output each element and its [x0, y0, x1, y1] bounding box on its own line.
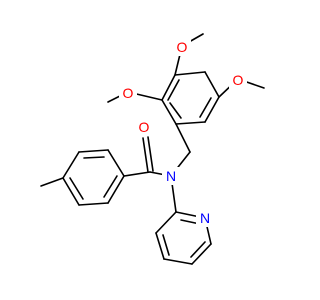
bond — [107, 175, 125, 204]
bond — [175, 121, 206, 125]
bond — [155, 232, 165, 260]
bond — [174, 71, 206, 76]
bond — [204, 71, 220, 98]
bond-layer — [40, 33, 265, 265]
atom-layer: O O O O N N — [119, 38, 247, 227]
bond — [62, 151, 80, 179]
bond — [142, 137, 149, 173]
bond — [191, 243, 212, 265]
bond — [147, 136, 154, 172]
bond — [167, 79, 180, 101]
atom-label: N — [200, 210, 210, 226]
oxygen-atom-methoxy-right: O — [229, 71, 247, 89]
bond — [103, 175, 118, 198]
atom-label: N — [166, 168, 176, 184]
bond — [78, 202, 109, 206]
bond — [123, 171, 151, 177]
bond — [83, 156, 105, 159]
bond — [40, 177, 64, 187]
bond — [161, 74, 176, 101]
atom-label: O — [139, 119, 150, 135]
nitrogen-atom-pyridine: N — [196, 209, 214, 227]
bond — [155, 211, 177, 234]
bond — [162, 234, 170, 256]
oxygen-atom-carbonyl: O — [135, 118, 153, 136]
bond — [199, 97, 212, 118]
structure-diagram: O O O O N N — [40, 33, 265, 265]
atom-label: O — [177, 39, 188, 55]
atom-label: O — [233, 72, 244, 88]
bond — [161, 99, 177, 125]
bond — [175, 123, 191, 153]
atom-label: O — [123, 85, 134, 101]
nitrogen-atom-amide: N — [162, 167, 180, 185]
oxygen-atom-methoxy-left: O — [119, 84, 137, 102]
bond — [78, 149, 109, 153]
oxygen-atom-methoxy-top: O — [173, 38, 191, 56]
bond — [169, 102, 182, 119]
bond — [163, 258, 193, 265]
bond — [62, 177, 80, 206]
bond — [204, 96, 220, 123]
bond — [107, 149, 125, 177]
bond — [190, 241, 206, 258]
bond — [69, 177, 84, 200]
